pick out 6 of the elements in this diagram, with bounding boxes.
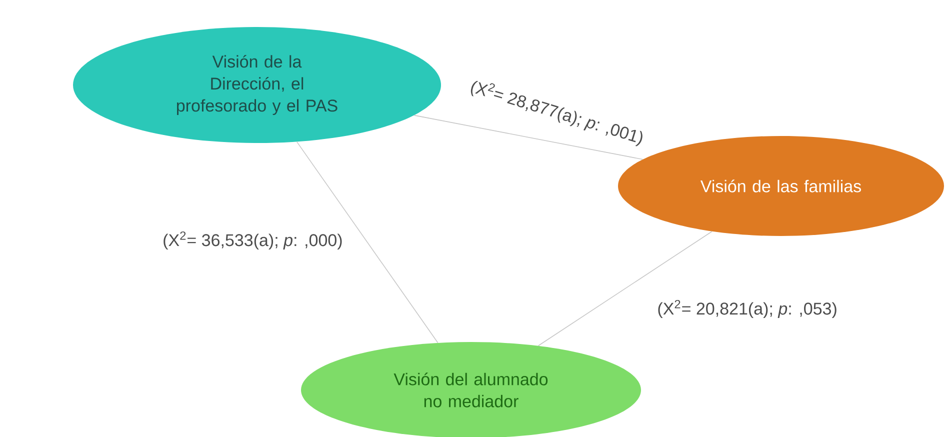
edge-label: (X$^{2}$= 36,533(a); p: ,000) [162, 230, 344, 251]
connector-line [296, 141, 438, 344]
ellipse-node: Visión de la Dirección, el profesorado y el PAS [73, 27, 441, 143]
connector-line [538, 231, 712, 346]
edge-label: (X$^{2}$= 20,821(a); p: ,053) [656, 298, 838, 320]
connector-line [414, 114, 644, 160]
